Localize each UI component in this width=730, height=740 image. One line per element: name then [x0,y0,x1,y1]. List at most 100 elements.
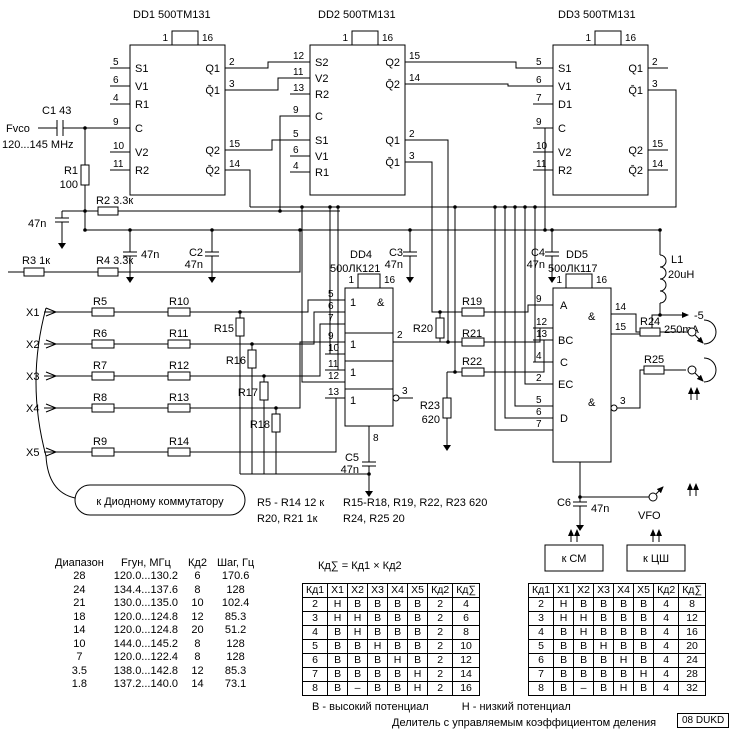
junction-dot [438,310,442,314]
table-cell: В [593,625,615,640]
table-cell: В [573,667,595,682]
table-cell: 4 [653,639,680,654]
x-input-label: X3 [26,371,39,383]
wire [357,273,381,288]
table-cell: В [613,667,635,682]
dd2-pin-number: 12 [293,51,305,62]
table-cell: 4 [653,597,680,612]
table-cell: В [327,681,349,696]
dd1-pin-number: 5 [113,57,119,68]
dd2-title: DD2 500ТМ131 [318,9,396,21]
dd5-pin-number: 2 [536,373,542,384]
table-cell: 32 [678,681,706,696]
junction-dot [83,228,87,232]
dd3-pin-number: 14 [652,159,664,170]
table-cell: В [367,611,389,626]
coax-connector-icon [687,365,697,375]
cap-a-value: 47n [28,218,46,230]
cap-b-value: 47n [141,249,159,261]
dd1-pin-number: 3 [229,79,235,90]
column-header: X3 [367,583,389,598]
c2-label: C2 [189,247,203,259]
junction-dot [658,228,662,232]
ground-icon [208,277,216,283]
table-cell: В [367,681,389,696]
table-cell: 3.5 [71,664,88,677]
wire [565,273,593,288]
dd3-pin-label: D1 [558,99,572,111]
legend: В - высокий потенциал Н - низкий потенци… [312,701,571,713]
column-header: Кд2 [188,557,207,569]
table-cell: 2 [427,681,454,696]
wire [703,357,717,383]
wire [45,455,76,499]
note-r5-r14: R5 - R14 12 к [257,497,325,509]
wire [703,319,717,345]
r23-label: R23 [420,400,440,412]
resistor [639,327,661,337]
table-cell: 128 [226,637,245,650]
ground-icon [58,243,66,249]
dd5-pin-number: 14 [615,302,627,313]
column-header: X3 [593,583,615,598]
resistor-label: R18 [250,419,270,431]
dd1-pin-number: 1 [162,33,168,44]
dd4-part: 500ЛК121 [330,263,380,275]
dd5-pin-number: 1 [556,275,562,286]
table-cell: В [613,597,635,612]
table-cell: В [387,681,409,696]
dd3-pin-number: 7 [536,93,542,104]
table-cell: 14 [191,678,204,690]
junction-dot [523,205,527,209]
table-cell: 14 [452,667,480,682]
wire [439,338,448,343]
table-cell: В [367,597,389,612]
table-cell: 12 [452,653,480,668]
table-cell: В [633,681,655,696]
dd4-pin-number: 2 [397,330,403,341]
note-r24-r25: R24, R25 20 [343,513,405,525]
wire [425,61,533,69]
component-layer [23,44,697,531]
dd2-pin-label: V1 [315,151,328,163]
wire [190,341,325,409]
resistor-label: R13 [169,392,189,404]
resistor [643,365,665,375]
table-cell: 4 [301,625,329,640]
junction-dot [278,209,282,213]
table-cell: 12 [678,611,706,626]
l1-value: 20uH [668,269,694,281]
dd4-pin-number: 7 [328,313,334,324]
junction-dot [336,205,340,209]
table-cell: Н [327,597,349,612]
resistor-label: R11 [169,328,188,340]
dd1-pin-number: 6 [113,75,119,86]
vfo-arrow-icon [655,486,664,495]
dd1-pin-number: 15 [229,139,241,150]
wire [659,278,667,292]
table-cell: В [633,611,655,626]
junction-dot [367,472,371,476]
table-cell: 3 [301,611,329,626]
resistor [461,367,485,377]
table-cell: 20 [191,624,204,636]
resistor [461,337,485,347]
resistor [442,397,452,419]
table-cell: 134.4...137.6 [113,583,179,596]
table-cell: В [327,625,349,640]
r2-label: R2 3.3к [96,195,133,207]
dd5-pin-number: 13 [536,329,548,340]
r25-label: R25 [644,354,664,366]
table-cell: В [613,611,635,626]
table-cell: В [593,653,615,668]
resistor [97,267,119,277]
dd2-pin-number: 5 [293,129,299,140]
table-cell: Н [613,681,635,696]
